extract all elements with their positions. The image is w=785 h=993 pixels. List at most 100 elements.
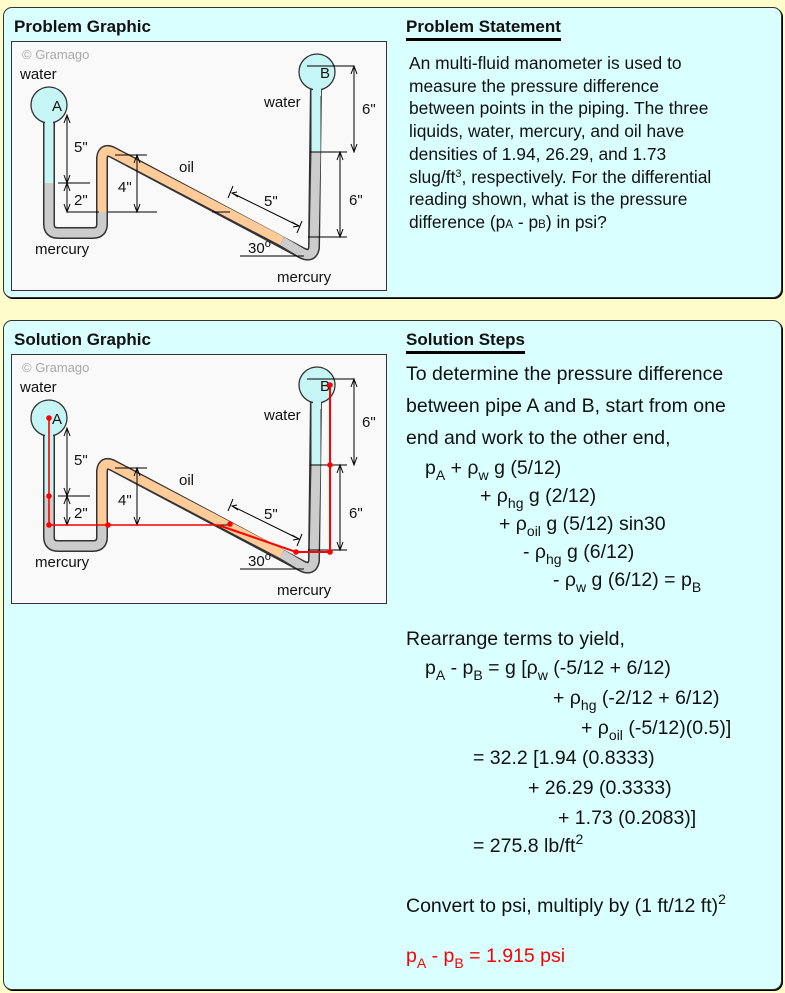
eq-text: g (2/12) [523, 485, 597, 507]
dim-5-incline-tick [296, 220, 303, 234]
dim-4-label: 4" [118, 179, 132, 196]
statement-line: difference (pA - pB) in psi? [409, 211, 777, 237]
dim-5-incline [231, 505, 300, 540]
equation-line: + ρoil g (5/12) sin30 [499, 513, 666, 538]
angle-unit: o [265, 238, 271, 250]
path-point [327, 462, 333, 468]
point-a-label: A [52, 411, 62, 428]
eq-text: - ρ [523, 541, 547, 563]
dim-2-arrowhead [63, 494, 71, 505]
final-answer: pA - pB = 1.915 psi [406, 945, 565, 971]
problem-statement-text: An multi-fluid manometer is used to meas… [409, 52, 777, 237]
equation-line: + 1.73 (0.2083)] [558, 807, 697, 829]
eq-text: = 275.8 lb/ft [473, 835, 576, 857]
dim-6-top-label: 6" [362, 414, 376, 431]
statement-line: slug/ft3, respectively. For the differen… [409, 166, 777, 189]
label-mercury-left: mercury [35, 554, 90, 571]
subscript: hg [546, 551, 562, 567]
manometer-pipes: © GramagowaterABwateroilmercurymercury5"… [19, 360, 376, 599]
dim-2-arrowhead [63, 203, 71, 214]
superscript: 2 [575, 831, 584, 847]
dim-2-label: 2" [74, 505, 88, 522]
eq-text: g (6/12) = p [586, 569, 692, 591]
eq-text: (-5/12)(0.5)] [622, 717, 732, 739]
subscript: w [478, 467, 489, 483]
dim-6-top-arrowhead [350, 64, 358, 75]
dim-6-bottom-label: 6" [349, 505, 363, 522]
dim-5-vertical-arrowhead [63, 113, 71, 124]
dim-6-top-arrowhead [350, 456, 358, 467]
manometer-diagram-solution: © GramagowaterABwateroilmercurymercury5"… [19, 360, 376, 599]
dim-4-arrowhead [133, 466, 141, 477]
subscript: A [505, 218, 514, 231]
dim-2-arrowhead [63, 181, 71, 192]
eq-text: p [425, 457, 436, 479]
manometer-pipes: © GramagowaterABwateroilmercurymercury5"… [19, 47, 376, 286]
dim-5-vertical-label: 5" [74, 139, 88, 156]
dim-2-label: 2" [74, 192, 88, 209]
statement-line: densities of 1.94, 26.29, and 1.73 [409, 143, 667, 164]
dim-5-incline-tick [227, 498, 234, 512]
equation-line: + ρhg (-2/12 + 6/12) [553, 687, 720, 712]
mercury-left [44, 496, 107, 551]
statement-line: liquids, water, mercury, and oil have [409, 121, 685, 142]
equation-line: = 32.2 [1.94 (0.8333) [473, 747, 655, 769]
bulb-b-neck [313, 84, 321, 96]
label-water-left: water [19, 379, 57, 396]
problem-statement-title: Problem Statement [406, 17, 561, 41]
eq-text: + ρ [480, 485, 508, 507]
eq-text: p [425, 657, 436, 679]
path-point [46, 415, 52, 421]
dim-6-bottom-arrowhead [336, 541, 344, 552]
equation-line: - ρw g (6/12) = pB [553, 569, 702, 595]
equation-line: pA + ρw g (5/12) [425, 457, 561, 483]
solution-steps-title: Solution Steps [406, 330, 525, 354]
dim-4-arrowhead [133, 203, 141, 214]
pressure-path-line [217, 385, 331, 553]
dim-5-incline [231, 192, 300, 227]
problem-graphic-title: Problem Graphic [14, 17, 151, 36]
path-point [327, 382, 333, 388]
point-b-label: B [320, 378, 330, 395]
path-point [293, 549, 299, 555]
rearrange-text: Rearrange terms to yield, [406, 628, 625, 650]
subscript: B [473, 667, 483, 683]
mercury-right [279, 151, 321, 260]
label-water-right: water [263, 407, 301, 424]
eq-text: Convert to psi, multiply by (1 ft/12 ft) [406, 895, 719, 917]
label-mercury-left: mercury [35, 241, 90, 258]
eq-text: = g [ρ [482, 657, 538, 679]
subscript: B [691, 579, 702, 595]
answer-text: - p [426, 945, 455, 967]
intro-line: To determine the pressure difference [406, 363, 724, 385]
dim-5-incline-arrowhead [230, 191, 239, 198]
equation-line: + ρoil (-5/12)(0.5)] [581, 717, 732, 743]
solution-panel: Solution Graphic Solution Steps © Gramag… [3, 320, 782, 990]
label-water-right: water [263, 94, 301, 111]
dim-6-bottom-arrowhead [336, 150, 344, 161]
mercury-left [44, 183, 107, 238]
gramago-watermark: © Gramago [22, 47, 89, 62]
oil-column [97, 459, 285, 558]
dim-5-incline-arrowhead [291, 221, 301, 228]
subscript: B [454, 955, 464, 971]
equation-line: = 275.8 lb/ft2 [473, 832, 583, 858]
path-point [327, 549, 333, 555]
manometer-diagram: © GramagowaterABwateroilmercurymercury5"… [19, 47, 376, 286]
statement-line: reading shown, what is the pressure [409, 189, 688, 210]
dim-5-vertical-label: 5" [74, 452, 88, 469]
dim-5-incline-arrowhead [291, 534, 301, 541]
dim-5-incline-label: 5" [264, 506, 278, 523]
subscript: oil [608, 727, 623, 743]
label-mercury-right: mercury [277, 269, 332, 286]
eq-text: (-2/12 + 6/12) [596, 687, 720, 709]
path-point [105, 522, 111, 528]
oil-column [97, 146, 285, 245]
statement-line: measure the pressure difference [409, 75, 660, 96]
dim-4-label: 4" [118, 492, 132, 509]
dim-5-incline-arrowhead [230, 504, 239, 511]
dim-5-incline-tick [296, 533, 303, 547]
path-point [46, 493, 52, 499]
